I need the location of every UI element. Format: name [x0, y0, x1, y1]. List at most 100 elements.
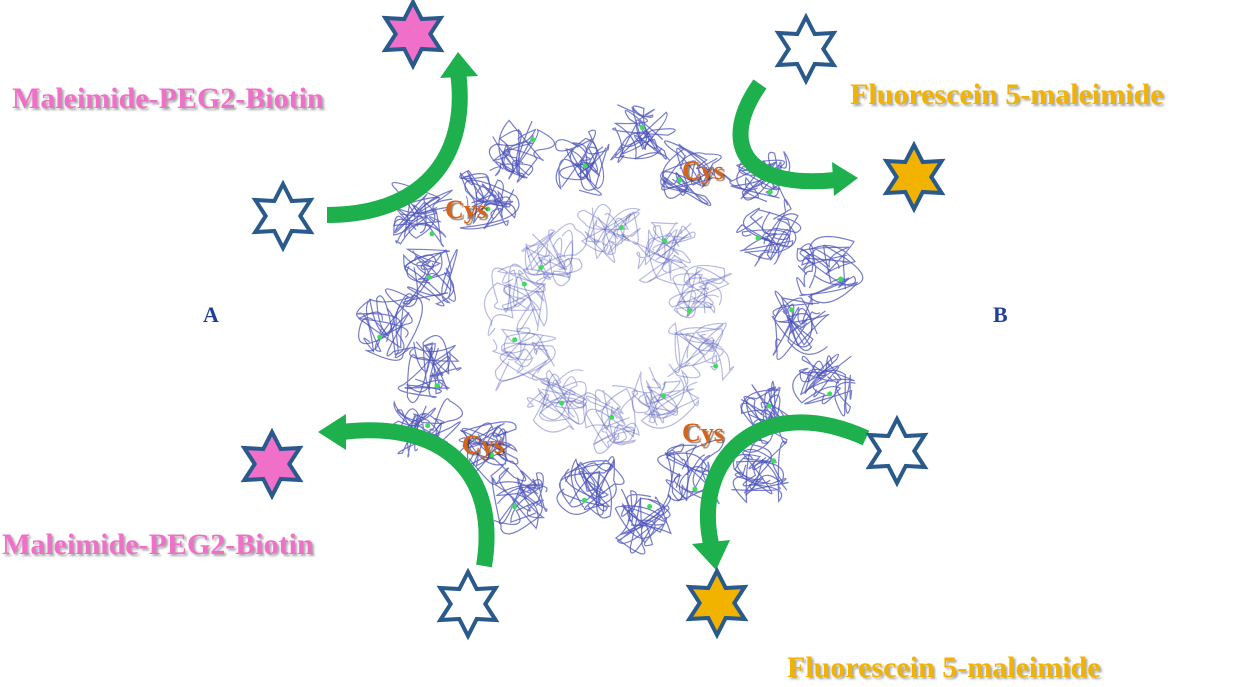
protein-strand — [582, 392, 640, 444]
protein-strand — [633, 229, 696, 286]
cysteine-dot — [766, 403, 772, 409]
protein-strand — [804, 360, 852, 414]
protein-strand — [532, 377, 587, 433]
protein-strand — [460, 428, 519, 486]
protein-strand — [357, 288, 413, 349]
cysteine-dot — [609, 414, 615, 420]
protein-strand — [746, 380, 788, 445]
protein-strand — [554, 138, 610, 191]
protein-strand — [459, 170, 515, 230]
protein-strand — [772, 290, 820, 352]
cysteine-dot — [686, 308, 692, 314]
cysteine-dot — [538, 265, 544, 271]
protein-strand — [394, 193, 443, 239]
protein-strand — [799, 246, 859, 289]
protein-strand — [665, 452, 720, 505]
protein-strand — [734, 448, 787, 495]
protein-strand — [564, 456, 625, 511]
protein-strand — [488, 120, 537, 178]
protein-strand — [736, 159, 786, 203]
protein-strand — [665, 444, 708, 500]
protein-strand — [758, 209, 802, 261]
protein-strand — [356, 294, 423, 361]
protein-strand — [645, 366, 685, 424]
protein-strand — [740, 151, 791, 206]
arrow-top-left — [326, 70, 468, 223]
fluorescein-label-top: Fluorescein 5-maleimide — [850, 78, 1164, 111]
protein-strand — [397, 342, 439, 404]
cysteine-dot — [767, 189, 773, 195]
protein-strand — [483, 267, 541, 336]
protein-strand — [463, 176, 514, 220]
protein-strand — [741, 207, 791, 252]
protein-strand — [661, 140, 718, 191]
protein-strand — [565, 137, 604, 182]
protein-strand — [597, 213, 641, 254]
cysteine-dot — [377, 334, 383, 340]
cysteine-dot — [425, 423, 431, 429]
cys-label-bottom-left: Cys — [462, 430, 504, 459]
protein-strand — [796, 247, 848, 290]
cysteine-dot — [512, 337, 518, 343]
protein-strand — [585, 203, 640, 255]
protein-strand — [771, 310, 826, 360]
cysteine-dot — [489, 452, 495, 458]
protein-strand — [648, 225, 693, 282]
protein-strand — [800, 355, 852, 398]
protein-strand — [621, 503, 665, 547]
cysteine-dot — [755, 235, 761, 241]
protein-strand — [492, 119, 544, 173]
protein-strand — [610, 124, 654, 163]
protein-strand — [638, 381, 701, 424]
protein-strand — [403, 253, 452, 291]
fluorescein-label-bottom: Fluorescein 5-maleimide — [787, 651, 1101, 684]
protein-strand — [667, 336, 715, 379]
protein-strand — [521, 231, 573, 280]
protein-strand — [413, 335, 450, 391]
cysteine-dot — [434, 383, 440, 389]
protein-strand — [683, 264, 726, 309]
protein-strand — [807, 244, 864, 304]
protein-strand — [585, 408, 635, 455]
cysteine-dot — [426, 274, 432, 280]
cysteine-dot — [771, 458, 777, 464]
cysteine-dot — [677, 177, 683, 183]
cysteine-dot — [647, 504, 653, 509]
protein-strand — [638, 225, 680, 283]
arrow-head-bottom-left — [318, 414, 346, 450]
protein-strand — [558, 462, 614, 508]
cysteine-dot — [789, 307, 795, 313]
protein-strand — [631, 378, 679, 416]
cysteine-dot — [559, 400, 565, 406]
cysteine-dot — [827, 391, 833, 397]
cysteine-dot — [660, 393, 666, 399]
protein-strand — [792, 355, 842, 405]
protein-strand — [497, 470, 544, 525]
protein-strand — [636, 221, 692, 270]
cysteine-dot — [582, 163, 588, 169]
protein-strand — [668, 322, 724, 374]
protein-strand — [564, 462, 613, 519]
cysteine-dot — [618, 225, 624, 230]
protein-strand — [626, 490, 672, 535]
site-label-a: A — [203, 302, 219, 327]
protein-strand — [538, 369, 588, 425]
cysteine-dot — [713, 363, 719, 369]
cys-label-top-left: Cys — [445, 195, 487, 224]
fluorescein-star-top-icon — [884, 143, 944, 211]
stars — [242, 0, 944, 638]
protein-strand — [613, 105, 670, 161]
protein-strand — [503, 269, 548, 327]
protein-strand — [458, 433, 512, 467]
protein-strand — [524, 229, 574, 287]
protein-strand — [592, 389, 636, 446]
protein-strand — [404, 356, 450, 391]
protein-strand — [678, 277, 722, 314]
cys-label-top-right: Cys — [682, 156, 724, 185]
biotin-label-top: Maleimide-PEG2-Biotin — [12, 82, 324, 115]
arrow-top-right — [732, 79, 836, 190]
cysteine-dot — [662, 238, 668, 244]
cysteine-dot — [582, 497, 587, 503]
site-label-b: B — [993, 302, 1008, 327]
protein-strand — [357, 295, 405, 356]
